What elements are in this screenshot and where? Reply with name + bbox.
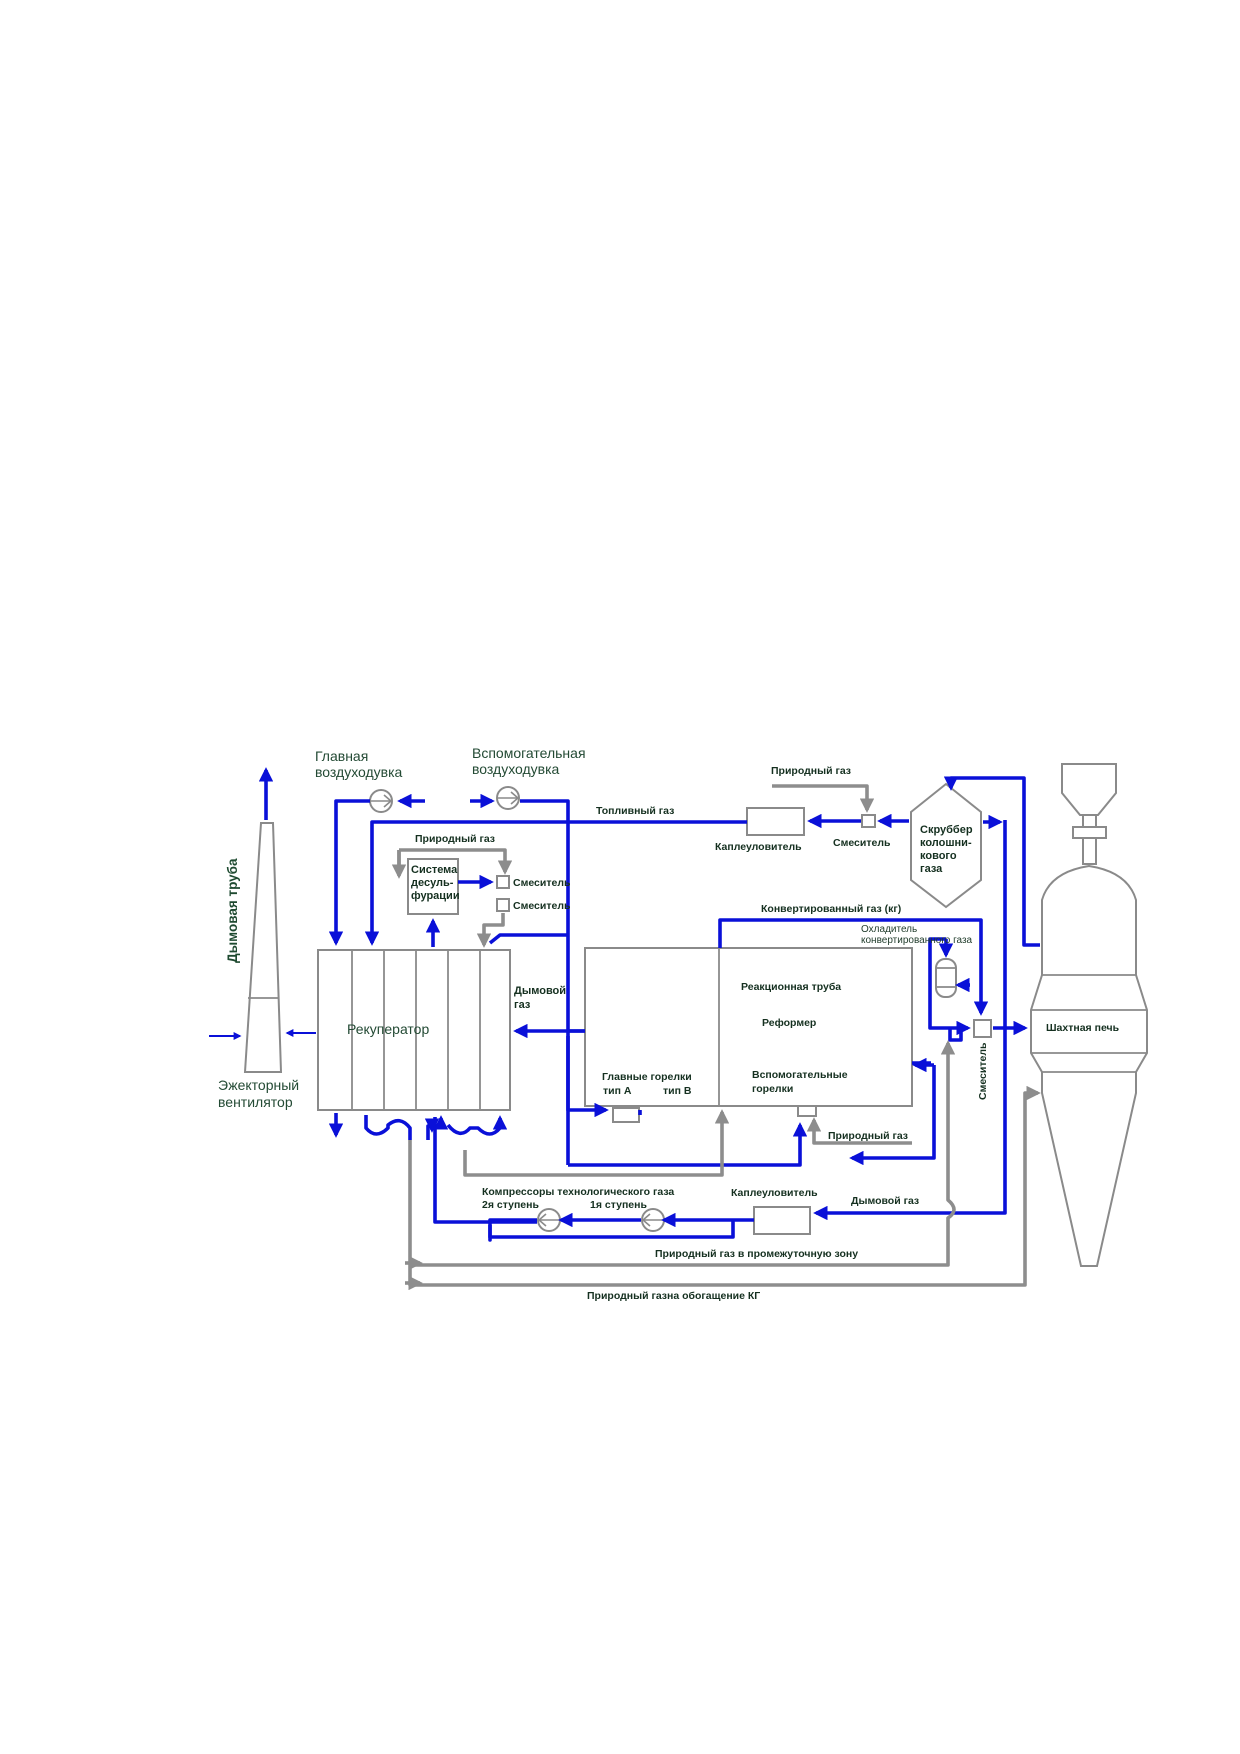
droplet-catcher-top-label: Каплеуловитель xyxy=(715,841,802,853)
type-a-label: тип А xyxy=(603,1085,632,1097)
scrubber-label-3: кового xyxy=(920,850,957,862)
main-blower-label-1: Главная xyxy=(315,748,368,764)
fuel-gas-label: Топливный газ xyxy=(596,805,674,817)
natural-gas-top-label: Природный газ xyxy=(771,765,851,777)
converted-gas-label: Конвертированный газ (кг) xyxy=(761,903,901,915)
chimney-label: Дымовая труба xyxy=(225,858,240,963)
desulf-label-3: фурации xyxy=(411,890,460,902)
aux-blower-label-1: Вспомогательная xyxy=(472,745,586,761)
reformer-label: Реформер xyxy=(762,1017,816,1029)
compressor-stage-1 xyxy=(641,1208,665,1232)
scrubber-label-1: Скруббер xyxy=(920,824,973,836)
reformer xyxy=(584,947,913,1107)
cooler-label-2: конвертированного газа xyxy=(861,935,973,946)
shaft-furnace xyxy=(1030,763,1148,1267)
mixer-top xyxy=(861,814,876,828)
droplet-catcher-top xyxy=(746,807,805,836)
natural-gas-mid-label: Природный газ xyxy=(415,833,495,845)
ng-enrichment-label: Природный газна обогащение КГ xyxy=(587,1290,760,1302)
main-blower-label-2: воздуходувка xyxy=(315,764,403,780)
mixer-1-label: Смеситель xyxy=(513,877,571,889)
aux-burners-label-2: горелки xyxy=(752,1083,793,1095)
mixer-top-label: Смеситель xyxy=(833,837,891,849)
mixer-2 xyxy=(496,898,510,912)
converted-gas-cooler xyxy=(935,958,957,998)
aux-burners-box xyxy=(797,1105,817,1117)
mixer-shaft xyxy=(973,1019,992,1038)
flue-gas-label-2: газ xyxy=(514,999,531,1011)
ng-intermediate-label: Природный газ в промежуточную зону xyxy=(655,1248,858,1260)
scrubber-label-2: колошни- xyxy=(920,837,972,849)
shaft-furnace-label: Шахтная печь xyxy=(1046,1022,1120,1034)
mixer-1 xyxy=(496,875,510,889)
flue-gas-label-1: Дымовой xyxy=(514,985,566,997)
natural-gas-lines xyxy=(391,784,1041,1291)
recuperator-label: Рекуператор xyxy=(347,1021,429,1037)
droplet-catcher-bottom-label: Каплеуловитель xyxy=(731,1187,818,1199)
main-burners-label: Главные горелки xyxy=(602,1071,692,1083)
ejector-fan-label-2: вентилятор xyxy=(218,1094,293,1110)
aux-blower xyxy=(496,786,520,810)
aux-burners-label-1: Вспомогательные xyxy=(752,1069,848,1081)
natural-gas-right-label: Природный газ xyxy=(828,1130,908,1142)
mixer-vertical-label: Смеситель xyxy=(977,1042,989,1100)
scrubber-label-4: газа xyxy=(920,863,943,875)
desulfurization-system xyxy=(407,858,459,915)
chimney xyxy=(243,822,283,1073)
recuperator xyxy=(317,949,511,1111)
main-burners-box xyxy=(612,1107,640,1123)
compressors-label: Компрессоры технологического газа xyxy=(482,1186,674,1198)
stage-1-label: 1я ступень xyxy=(590,1199,647,1211)
stage-2-label: 2я ступень xyxy=(482,1199,539,1211)
type-b-label: тип В xyxy=(663,1085,692,1097)
droplet-catcher-bottom xyxy=(753,1206,811,1235)
desulf-label-2: десуль- xyxy=(411,877,454,889)
ejector-fan-label-1: Эжекторный xyxy=(218,1077,299,1093)
aux-blower-label-2: воздуходувка xyxy=(472,761,560,777)
compressor-stage-2 xyxy=(537,1208,561,1232)
main-blower xyxy=(369,789,393,813)
reaction-tube-label: Реакционная труба xyxy=(741,981,841,993)
mixer-2-label: Смеситель xyxy=(513,900,571,912)
flue-gas-bottom-label: Дымовой газ xyxy=(851,1195,919,1207)
process-lines xyxy=(209,767,1040,1242)
cooler-label-1: Охладитель xyxy=(861,924,917,935)
desulf-label-1: Система xyxy=(411,864,458,876)
